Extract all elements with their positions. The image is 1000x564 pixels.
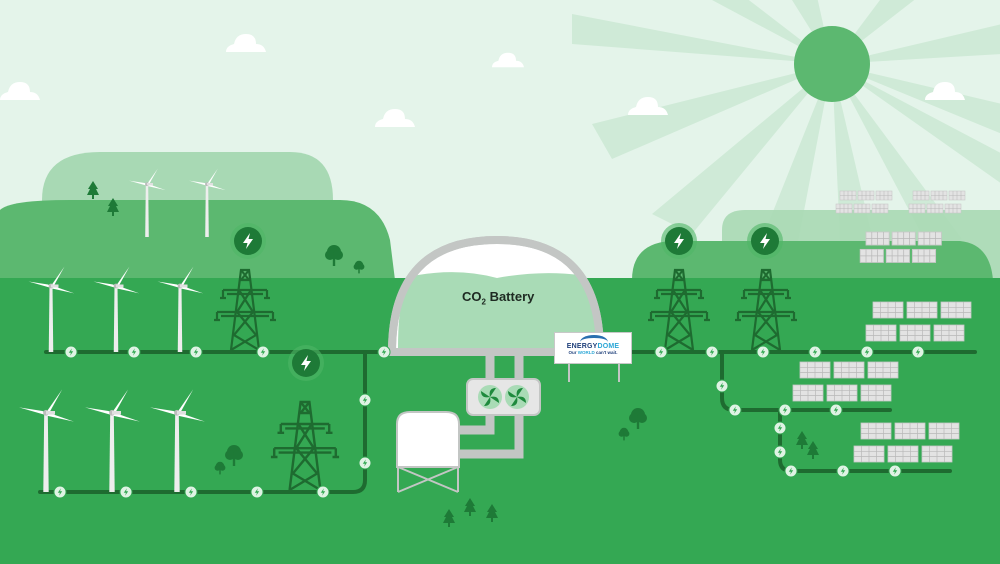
energy-dome-sign: ENERGYDOME Our WORLD can't wait. <box>554 332 632 364</box>
tagline-part2: can't wait. <box>594 350 618 355</box>
co2-battery-label: CO2 Battery <box>462 289 534 307</box>
tagline-highlight: WORLD <box>577 350 595 355</box>
energy-hub-icon <box>661 223 697 259</box>
energy-dome-logo-arc-icon <box>580 335 608 349</box>
co2-storage-tank <box>396 411 460 493</box>
co2-label-suffix: Battery <box>485 289 535 304</box>
co2-label-subscript: 2 <box>481 297 486 307</box>
brand-dome: DOME <box>597 343 620 350</box>
energy-hub-icon <box>747 223 783 259</box>
tagline-part1: Our <box>568 350 578 355</box>
co2-battery-dome <box>387 235 605 356</box>
energy-dome-tagline: Our WORLD can't wait. <box>555 350 631 356</box>
co2-label-prefix: CO <box>462 289 482 304</box>
heat-exchanger-fans <box>466 378 541 416</box>
energy-hub-icon <box>288 345 324 381</box>
fan-icon <box>505 385 529 409</box>
sun-icon <box>794 26 870 102</box>
energy-hub-icon <box>230 223 266 259</box>
fan-icon <box>478 385 502 409</box>
hill-mid-left <box>0 200 395 280</box>
